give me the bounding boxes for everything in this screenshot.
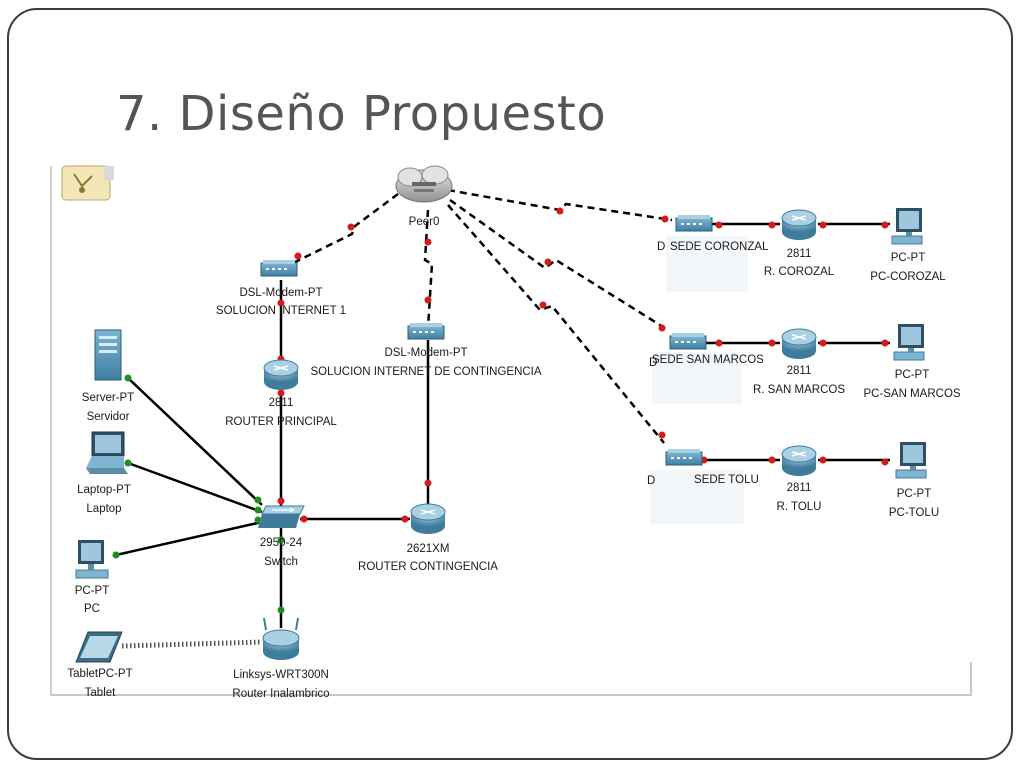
wireless-type-label: Linksys-WRT300N (233, 669, 329, 681)
wireless-router-icon[interactable] (262, 617, 300, 660)
wireless-link (121, 639, 263, 649)
note-tool-icon[interactable] (61, 165, 114, 201)
dsl2-name-label: SOLUCION INTERNET DE CONTINGENCIA (310, 366, 541, 378)
link-server-switch (127, 377, 263, 506)
link-cloud-tolu (447, 204, 665, 444)
laptop-type-label: Laptop-PT (77, 484, 131, 496)
server-type-label: Server-PT (82, 392, 134, 404)
link-cloud-sanmarcos (449, 198, 669, 332)
switch-name-label: Switch (264, 556, 298, 568)
sanmarcos-pc-type: PC-PT (895, 369, 930, 381)
corozal-router-name: R. COROZAL (764, 266, 835, 278)
pc-name-label: PC (84, 603, 100, 615)
switch-type-label: 2950-24 (260, 537, 303, 549)
tolu-pc-name: PC-TOLU (889, 507, 939, 519)
router-icon[interactable] (781, 209, 817, 240)
router-icon[interactable] (410, 503, 446, 534)
link-cloud-dsl1 (282, 192, 399, 270)
cloud-label: Peer0 (409, 216, 440, 228)
laptop-name-label: Laptop (86, 503, 121, 515)
slide-title: 7. Diseño Propuesto (116, 86, 607, 142)
dsl-modem-icon[interactable] (260, 260, 298, 277)
pc-icon[interactable] (895, 442, 927, 479)
link-cloud-dsl2 (423, 209, 434, 329)
sanmarcos-router-name: R. SAN MARCOS (753, 384, 845, 396)
pc-icon[interactable] (893, 324, 925, 361)
sede-sanmarcos-area (652, 352, 742, 404)
link-cloud-corozal (447, 188, 673, 222)
canvas-border (52, 694, 972, 696)
canvas-border (50, 166, 52, 696)
corozal-router-type: 2811 (787, 248, 812, 260)
pc-icon[interactable] (75, 540, 109, 579)
tolu-router-type: 2811 (787, 482, 812, 494)
router-icon[interactable] (263, 359, 299, 390)
dsl1-type-label: DSL-Modem-PT (239, 287, 322, 299)
router-principal-name: ROUTER PRINCIPAL (225, 416, 337, 428)
pc-type-label: PC-PT (75, 585, 110, 597)
link-pc-switch (115, 520, 263, 557)
router-contingencia-name: ROUTER CONTINGENCIA (358, 561, 498, 573)
router-principal-type: 2811 (269, 397, 294, 409)
port-indicators (112, 207, 889, 614)
tolu-modem-name: SEDE TOLU (694, 474, 759, 486)
sede-tolu-area (650, 470, 744, 524)
tolu-pc-type: PC-PT (897, 488, 932, 500)
cloud-icon[interactable] (395, 165, 453, 203)
router-icon[interactable] (781, 328, 817, 359)
tablet-name-label: Tablet (85, 687, 116, 699)
router-contingencia-type: 2621XM (407, 543, 450, 555)
topology-canvas (52, 166, 974, 696)
laptop-icon[interactable] (86, 431, 128, 474)
corozal-modem-name: SEDE CORONZAL (670, 241, 769, 253)
corozal-pc-type: PC-PT (891, 252, 926, 264)
dsl2-type-label: DSL-Modem-PT (384, 347, 467, 359)
sanmarcos-modem-name: SEDE SAN MARCOS (652, 354, 764, 366)
dsl-modem-icon[interactable] (669, 333, 707, 350)
dsl-modem-icon[interactable] (675, 215, 713, 232)
dsl-modem-icon[interactable] (665, 449, 703, 466)
corozal-pc-name: PC-COROZAL (870, 271, 946, 283)
solid-links (115, 222, 890, 628)
wireless-name-label: Router Inalambrico (232, 688, 329, 700)
tablet-icon[interactable] (75, 631, 123, 663)
tolu-router-name: R. TOLU (777, 501, 822, 513)
pc-icon[interactable] (891, 208, 923, 245)
link-laptop-switch (127, 461, 263, 514)
sanmarcos-router-type: 2811 (787, 365, 812, 377)
sanmarcos-pc-name: PC-SAN MARCOS (863, 388, 960, 400)
sede-corozal-area (666, 236, 748, 292)
dsl-modem-icon[interactable] (407, 323, 445, 340)
server-name-label: Servidor (87, 411, 130, 423)
server-icon[interactable] (94, 329, 122, 381)
tablet-type-label: TabletPC-PT (67, 668, 132, 680)
dsl1-name-label: SOLUCION INTERNET 1 (216, 305, 346, 317)
router-icon[interactable] (781, 445, 817, 476)
sanmarcos-modem-prefix: D (649, 357, 657, 369)
canvas-border (970, 662, 972, 696)
switch-icon[interactable] (258, 505, 305, 528)
corozal-modem-prefix: D (657, 241, 665, 253)
tolu-modem-prefix: D (647, 475, 655, 487)
